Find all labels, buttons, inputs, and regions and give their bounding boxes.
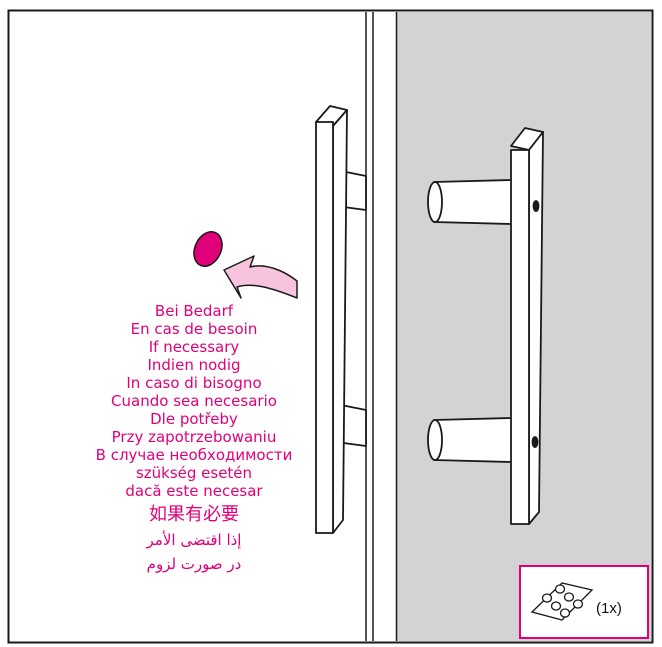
quantity-label: (1x) — [596, 600, 622, 617]
curved-arrow-icon — [223, 255, 298, 299]
right-handle-standoff-bottom — [433, 417, 513, 463]
note-line-chinese: 如果有必要 — [149, 504, 239, 525]
note-line: En cas de besoin — [130, 320, 258, 338]
note-line-arabic: إذا اقتضى الأمر — [146, 531, 242, 549]
note-line: Cuando sea necesario — [111, 392, 277, 410]
bumper-pad-icon — [193, 231, 223, 267]
bumper-pads-sheet-icon — [530, 582, 594, 621]
right-handle-standoff-top — [433, 179, 513, 225]
note-line: Bei Bedarf — [154, 302, 234, 320]
note-line: In caso di bisogno — [126, 374, 262, 392]
screw-hole-icon — [532, 200, 540, 212]
left-handle — [315, 105, 367, 534]
note-line: If necessary — [148, 338, 240, 356]
parts-box — [519, 565, 649, 639]
right-handle — [427, 127, 544, 525]
screw-hole-icon — [531, 436, 539, 448]
note-line: dacă este necesar — [125, 482, 263, 500]
note-line: szükség esetén — [135, 464, 253, 482]
outer-frame — [7, 9, 654, 644]
note-line: Dle potřeby — [150, 410, 238, 428]
note-line: Indien nodig — [147, 356, 241, 374]
note-line: В случае необходимости — [95, 446, 293, 464]
note-line-persian: در صورت لزوم — [146, 555, 242, 573]
note-line: Przy zapotrzebowaniu — [111, 428, 277, 446]
